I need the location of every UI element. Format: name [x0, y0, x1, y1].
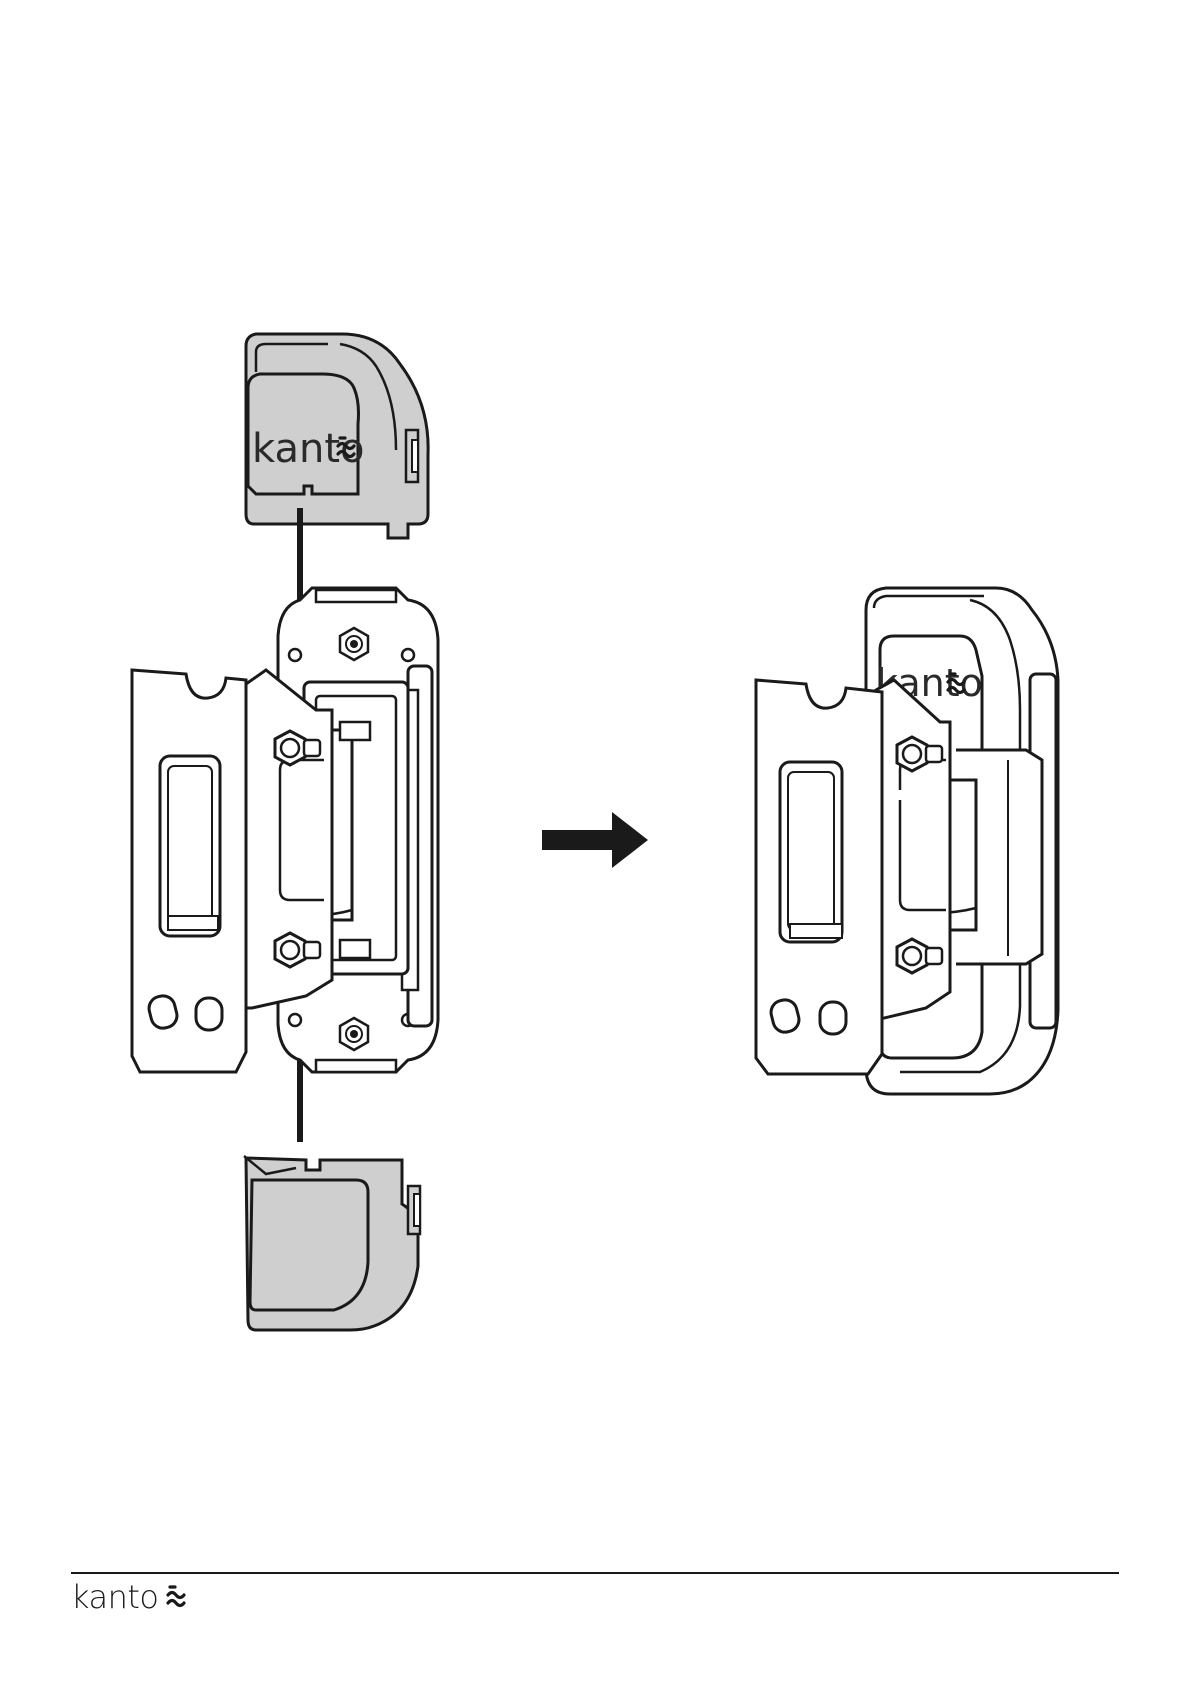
footer-logo: kanto: [71, 1577, 188, 1617]
top-cover: kanto: [246, 334, 428, 538]
hinge-arm: [246, 670, 332, 1008]
speaker-plate: [132, 670, 246, 1072]
assembled-mount: kanto: [756, 588, 1058, 1094]
kanto-mark-icon-footer: [164, 1585, 188, 1609]
bottom-cover: [244, 1156, 420, 1330]
footer-logo-text: kanto: [71, 1578, 158, 1616]
footer-divider: [71, 1572, 1119, 1574]
right-arrow-icon: [542, 812, 648, 868]
